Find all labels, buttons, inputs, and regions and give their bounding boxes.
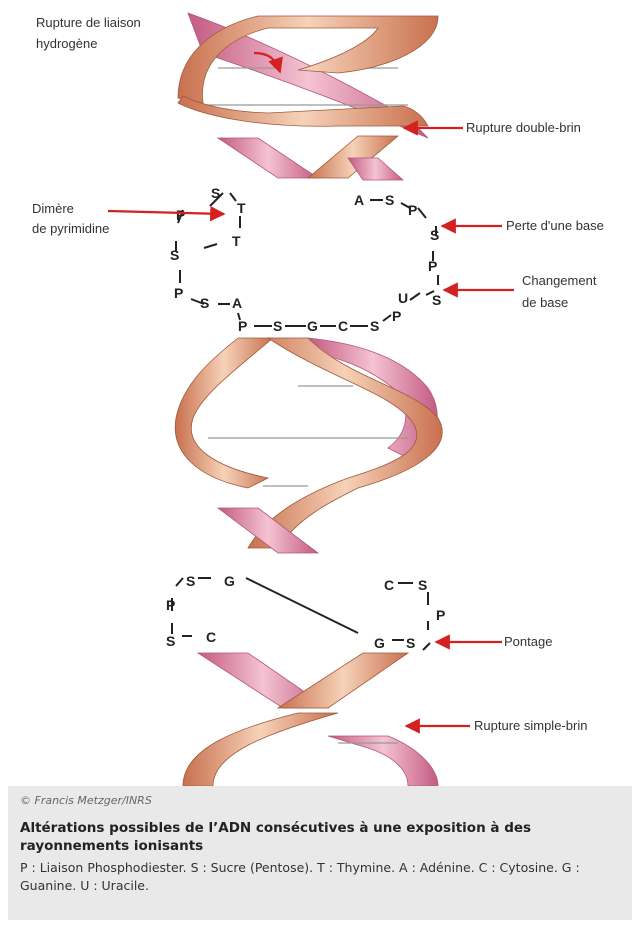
arrow-pyrimidine-dimer (108, 211, 224, 214)
lower-loop: S G P S C C S P G S (166, 573, 445, 651)
seq-p6: P (408, 202, 417, 218)
dna-diagram-svg: S T T P S P S A P S G C S P U S P S P S … (8, 8, 632, 786)
caption-title: Altérations possibles de l’ADN consécuti… (20, 819, 620, 855)
seq-a2: A (354, 192, 364, 208)
seq-s2: S (170, 247, 179, 263)
seq-p7: P (166, 597, 175, 613)
seq-s6: S (432, 292, 441, 308)
seq-t1: T (237, 200, 246, 216)
seq-s1: S (211, 185, 220, 201)
seq-s4: S (273, 318, 282, 334)
top-front-strand-2 (178, 96, 428, 126)
bot-front-strand (183, 713, 338, 786)
label-hydrogen-bond-1: Rupture de liaison (36, 15, 141, 30)
label-pyrimidine-dimer-2: de pyrimidine (32, 221, 109, 236)
image-credit: © Francis Metzger/INRS (20, 794, 620, 807)
upper-loop: S T T P S P S A P S G C S P U S P S P S … (170, 185, 441, 334)
seq-g2: G (224, 573, 235, 589)
seq-c3: C (384, 577, 394, 593)
caption-legend: P : Liaison Phosphodiester. S : Sucre (P… (20, 859, 620, 895)
label-hydrogen-bond-2: hydrogène (36, 36, 97, 51)
seq-u1: U (398, 290, 408, 306)
top-lower-cross-pink (218, 138, 318, 178)
label-double-strand: Rupture double-brin (466, 120, 581, 135)
seq-s5: S (370, 318, 379, 334)
seq-s10: S (166, 633, 175, 649)
annotation-arrows (108, 53, 514, 726)
bottom-helix (183, 653, 438, 786)
label-base-loss: Perte d'une base (506, 218, 604, 233)
middle-helix (175, 338, 442, 553)
seq-s12: S (406, 635, 415, 651)
seq-p2: P (174, 285, 183, 301)
label-pyrimidine-dimer-1: Dimère (32, 201, 74, 216)
seq-s11: S (418, 577, 427, 593)
seq-p1: P (176, 207, 185, 223)
label-crosslink: Pontage (504, 634, 552, 649)
label-base-change-1: Changement (522, 273, 597, 288)
bot-cross-orange (278, 653, 408, 708)
label-base-change-2: de base (522, 295, 568, 310)
dna-damage-diagram: S T T P S P S A P S G C S P U S P S P S … (8, 8, 632, 786)
seq-p5: P (428, 258, 437, 274)
seq-s9: S (186, 573, 195, 589)
seq-g1: G (307, 318, 318, 334)
top-lower-cross-pink-2 (348, 158, 403, 180)
top-helix (178, 13, 438, 180)
seq-s3: S (200, 295, 209, 311)
seq-a1: A (232, 295, 242, 311)
seq-p3: P (238, 318, 247, 334)
seq-p8: P (436, 607, 445, 623)
seq-s8: S (385, 192, 394, 208)
seq-p4: P (392, 308, 401, 324)
seq-c2: C (206, 629, 216, 645)
mid-front-strand-a (175, 338, 273, 488)
seq-s7: S (430, 227, 439, 243)
figure-caption: © Francis Metzger/INRS Altérations possi… (8, 786, 632, 920)
seq-g3: G (374, 635, 385, 651)
label-single-strand: Rupture simple-brin (474, 718, 587, 733)
seq-t2: T (232, 233, 241, 249)
seq-c1: C (338, 318, 348, 334)
